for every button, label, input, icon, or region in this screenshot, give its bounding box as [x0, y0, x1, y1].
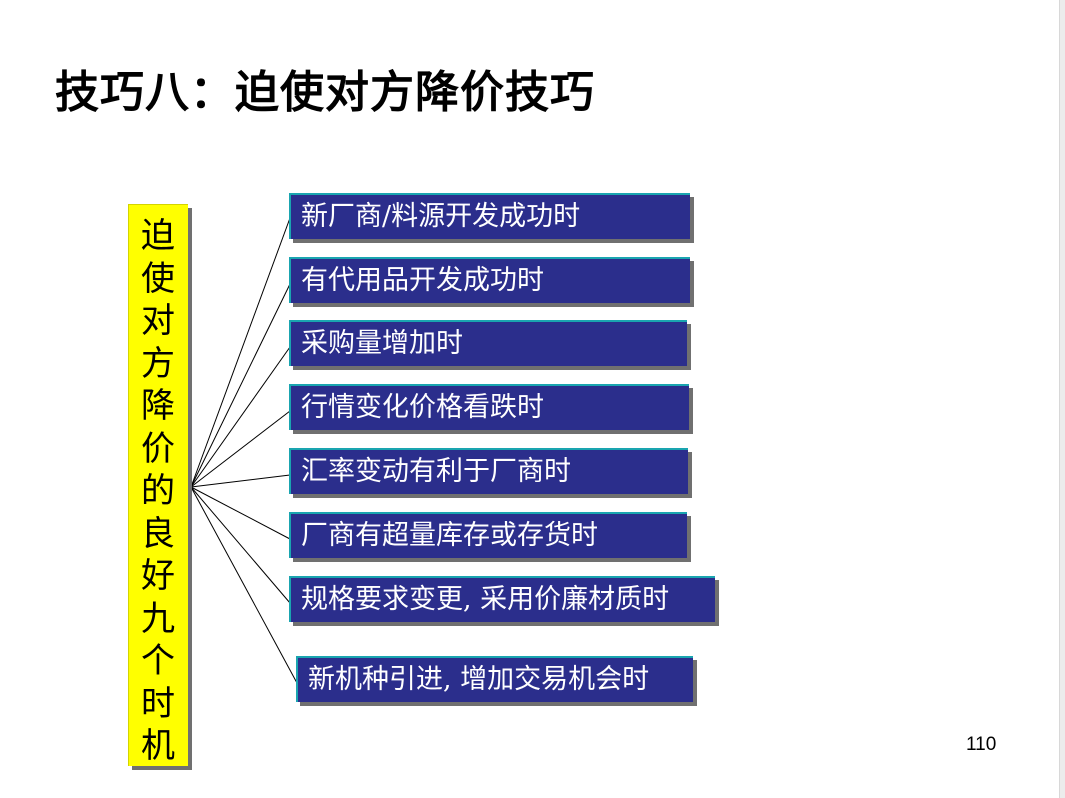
connector-line-6 — [190, 486, 291, 540]
timing-label: 新机种引进, 增加交易机会时 — [308, 664, 650, 695]
timing-label: 行情变化价格看跌时 — [301, 392, 544, 423]
slide-right-edge — [1059, 0, 1065, 798]
connector-line-5 — [190, 474, 291, 488]
timing-label: 有代用品开发成功时 — [301, 265, 544, 296]
timing-box-6: 厂商有超量库存或存货时 — [289, 512, 687, 558]
timing-label: 采购量增加时 — [301, 328, 463, 359]
timing-box-1: 新厂商/料源开发成功时 — [289, 193, 690, 239]
timing-label: 厂商有超量库存或存货时 — [301, 520, 598, 551]
timing-box-2: 有代用品开发成功时 — [289, 257, 690, 303]
timing-label: 规格要求变更, 采用价廉材质时 — [301, 584, 670, 615]
timing-box-4: 行情变化价格看跌时 — [289, 384, 689, 430]
page-number: 110 — [966, 734, 997, 755]
timing-box-3: 采购量增加时 — [289, 320, 687, 366]
timing-box-8: 新机种引进, 增加交易机会时 — [296, 656, 693, 702]
root-label: 迫使对方降价的良好九个时机 — [141, 216, 175, 766]
timing-box-5: 汇率变动有利于厂商时 — [289, 448, 688, 494]
slide-title: 技巧八：迫使对方降价技巧 — [55, 67, 595, 118]
timing-label: 新厂商/料源开发成功时 — [301, 201, 581, 232]
connector-line-7 — [190, 486, 291, 604]
timing-box-7: 规格要求变更, 采用价廉材质时 — [289, 576, 715, 622]
root-box: 迫使对方降价的良好九个时机 — [128, 204, 188, 766]
connector-line-8 — [190, 486, 298, 684]
connector-line-3 — [190, 346, 291, 488]
timing-label: 汇率变动有利于厂商时 — [301, 456, 571, 487]
connector-line-1 — [190, 217, 291, 488]
connector-line-4 — [190, 410, 291, 488]
connector-line-2 — [190, 283, 291, 488]
